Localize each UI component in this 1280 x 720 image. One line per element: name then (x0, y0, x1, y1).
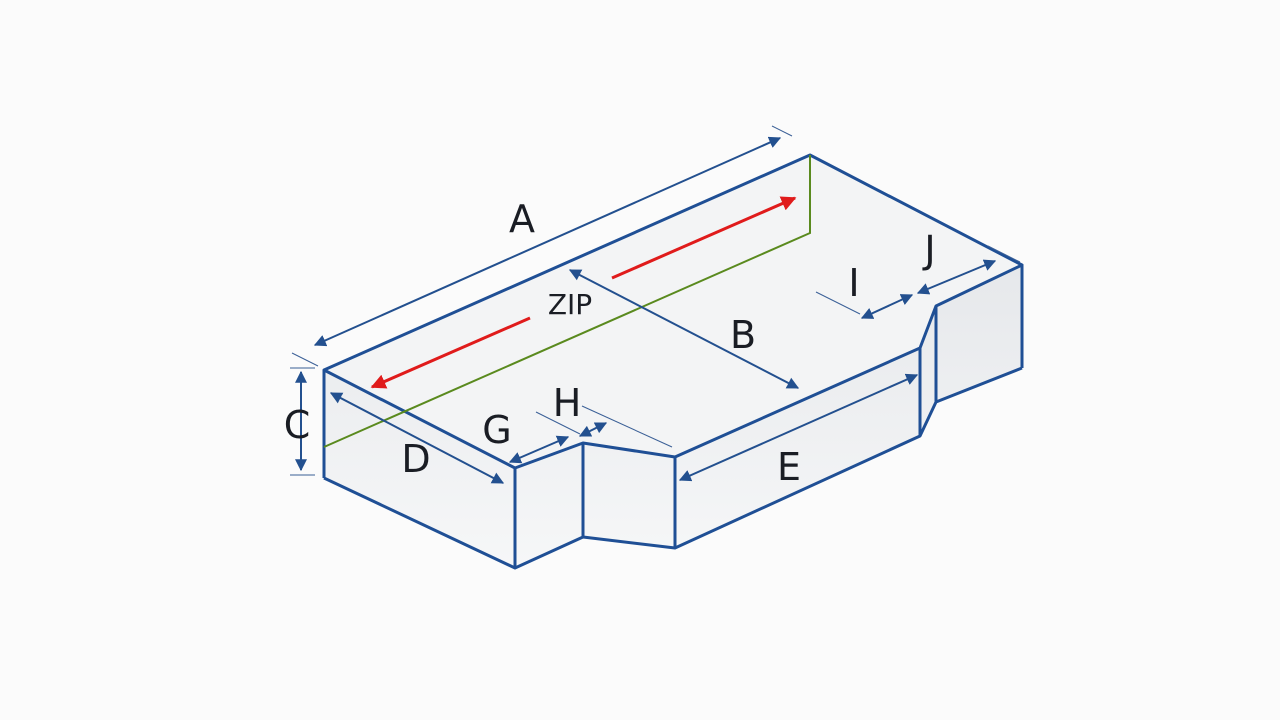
label-zip: ZIP (548, 288, 592, 321)
dim-h (578, 422, 608, 437)
dim-g (508, 435, 570, 464)
center-line (323, 155, 811, 448)
dim-b (568, 269, 800, 389)
dim-d (329, 392, 505, 484)
label-d: D (401, 437, 430, 481)
dim-i (860, 294, 914, 319)
dim-j (916, 259, 997, 295)
dimension-labels: A B C D E G H I J ZIP (284, 197, 936, 489)
label-g: G (482, 408, 511, 452)
label-h: H (553, 381, 582, 425)
label-c: C (284, 403, 311, 447)
dimension-lines (290, 125, 1021, 484)
vertical-edges (322, 265, 1024, 568)
front-side-face (324, 265, 1022, 568)
label-j: J (922, 228, 935, 272)
label-a: A (509, 197, 535, 241)
label-b: B (730, 313, 756, 357)
label-e: E (777, 445, 801, 489)
label-i: I (848, 261, 859, 305)
dim-a (313, 136, 782, 347)
dim-e (678, 373, 919, 482)
